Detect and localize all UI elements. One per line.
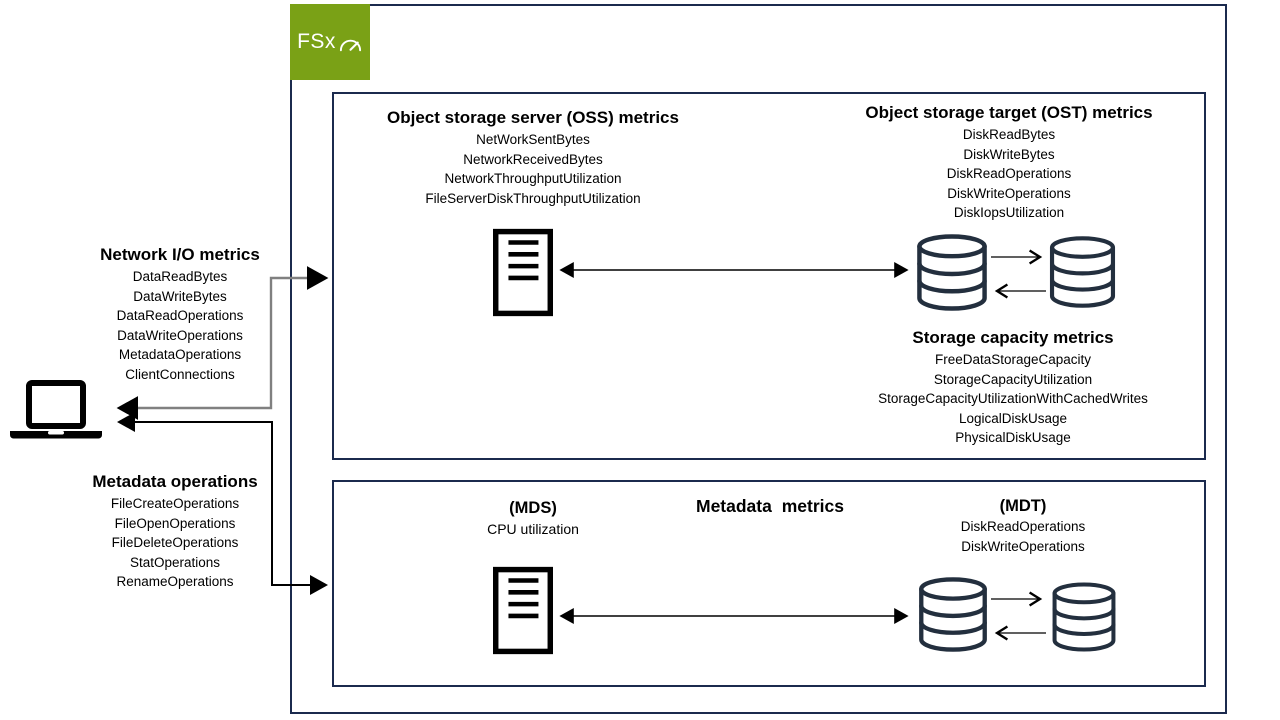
metadata-operations-block: Metadata operations FileCreateOperations… bbox=[50, 470, 300, 592]
gauge-icon bbox=[339, 39, 361, 52]
laptop-icon bbox=[10, 380, 102, 439]
metric-item: CPU utilization bbox=[487, 521, 579, 537]
mds-metrics-list: CPU utilization bbox=[433, 519, 633, 539]
fsx-logo-label: FSx bbox=[297, 30, 336, 53]
metric-item: DiskIopsUtilization bbox=[953, 205, 1065, 220]
metric-item: FileOpenOperations bbox=[114, 515, 236, 531]
mds-metrics-block: (MDS) CPU utilization bbox=[433, 497, 633, 539]
storage-capacity-title: Storage capacity metrics bbox=[912, 328, 1114, 347]
metric-item: DiskWriteOperations bbox=[961, 538, 1085, 554]
metric-item: LogicalDiskUsage bbox=[958, 410, 1068, 426]
metric-item: FreeDataStorageCapacity bbox=[934, 352, 1092, 367]
metric-item: PhysicalDiskUsage bbox=[955, 430, 1071, 445]
database-icon bbox=[1049, 236, 1116, 308]
metadata-metrics-box bbox=[332, 480, 1206, 687]
metric-item: DataReadOperations bbox=[116, 308, 244, 323]
network-io-title: Network I/O metrics bbox=[100, 245, 260, 264]
database-icon bbox=[919, 577, 987, 652]
oss-metrics-title: Object storage server (OSS) metrics bbox=[387, 108, 679, 127]
oss-metrics-block: Object storage server (OSS) metrics NetW… bbox=[350, 106, 716, 208]
metric-item: FileServerDiskThroughputUtilization bbox=[425, 190, 641, 206]
metadata-metrics-title: Metadata metrics bbox=[696, 496, 844, 516]
metric-item: MetadataOperations bbox=[118, 347, 242, 362]
metadata-operations-title: Metadata operations bbox=[92, 472, 258, 491]
metric-item: RenameOperations bbox=[116, 574, 234, 589]
server-icon bbox=[493, 228, 553, 317]
ost-metrics-title: Object storage target (OST) metrics bbox=[865, 103, 1153, 122]
metric-item: DiskReadOperations bbox=[960, 519, 1086, 534]
database-icon bbox=[917, 234, 987, 311]
metric-item: DataWriteOperations bbox=[117, 327, 243, 343]
server-icon bbox=[493, 566, 553, 655]
metric-item: DiskReadOperations bbox=[946, 166, 1072, 181]
metric-item: ClientConnections bbox=[125, 366, 235, 382]
metric-item: DiskWriteOperations bbox=[947, 185, 1071, 201]
metric-item: StatOperations bbox=[129, 554, 221, 570]
metric-item: DiskReadBytes bbox=[962, 127, 1056, 142]
metric-item: NetworkThroughputUtilization bbox=[444, 171, 622, 186]
metric-item: FileCreateOperations bbox=[110, 496, 240, 511]
metric-item: DiskWriteBytes bbox=[963, 146, 1055, 162]
metric-item: FileDeleteOperations bbox=[111, 535, 239, 550]
metric-item: StorageCapacityUtilization bbox=[933, 371, 1093, 387]
metric-item: NetworkReceivedBytes bbox=[463, 151, 603, 167]
ost-metrics-block: Object storage target (OST) metrics Disk… bbox=[828, 101, 1190, 223]
mds-title: (MDS) bbox=[509, 499, 557, 517]
mdt-title: (MDT) bbox=[999, 497, 1047, 515]
database-icon bbox=[1052, 582, 1116, 652]
metric-item: NetWorkSentBytes bbox=[476, 132, 590, 147]
fsx-logo: FSx bbox=[290, 4, 370, 80]
storage-capacity-metrics-block: Storage capacity metrics FreeDataStorage… bbox=[820, 326, 1206, 448]
metric-item: DataReadBytes bbox=[132, 269, 228, 284]
metric-item: DataWriteBytes bbox=[133, 288, 227, 304]
metric-item: StorageCapacityUtilizationWithCachedWrit… bbox=[878, 391, 1148, 406]
